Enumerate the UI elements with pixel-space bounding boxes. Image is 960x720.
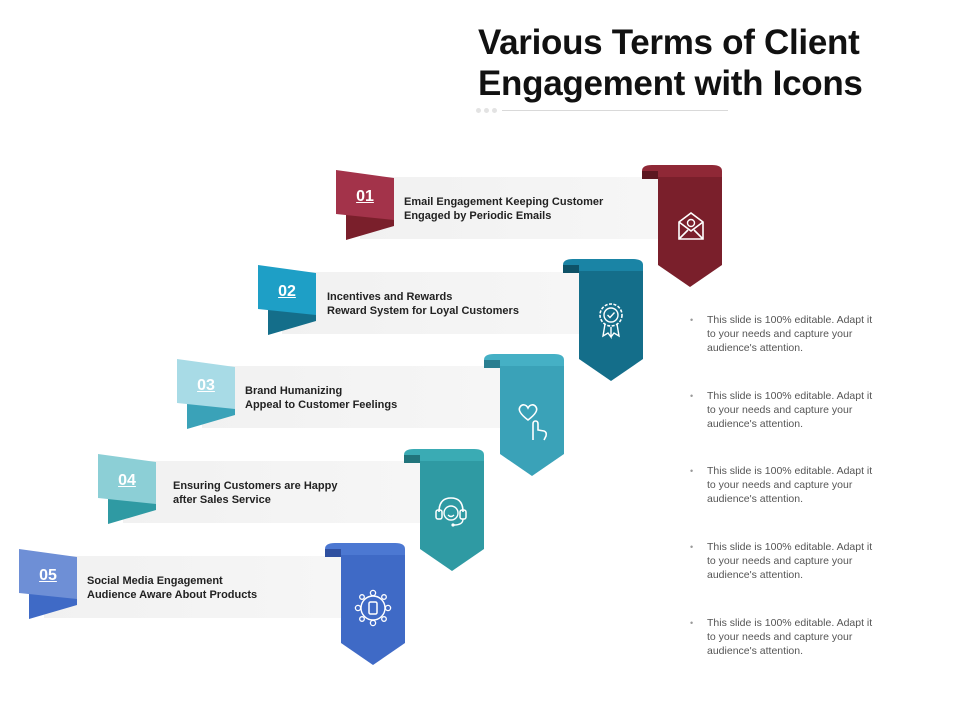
note-line: audience's attention. — [707, 493, 803, 505]
step-label-02: Incentives and Rewards Reward System for… — [327, 290, 519, 318]
step-number-02: 02 — [278, 283, 296, 300]
step-tab-03 — [177, 359, 235, 429]
bullet-dot: • — [690, 618, 694, 628]
note-text: This slide is 100% editable. Adapt it to… — [707, 540, 912, 582]
note-line: This slide is 100% editable. Adapt it — [707, 541, 873, 553]
step-number-01: 01 — [356, 188, 374, 205]
headset-support-icon — [435, 497, 467, 527]
step-tab-02 — [258, 265, 316, 335]
note-line: audience's attention. — [707, 342, 803, 354]
note-line: audience's attention. — [707, 645, 803, 657]
ribbon-01 — [642, 165, 722, 287]
bullet-dot: • — [690, 391, 694, 401]
step-number-03: 03 — [197, 377, 215, 394]
step-tab-01 — [336, 170, 394, 240]
title-line-2: Engagement with Icons — [478, 64, 863, 103]
note-text: This slide is 100% editable. Adapt it to… — [707, 313, 912, 355]
bullet-dot: • — [690, 315, 694, 325]
note-line: to your needs and capture your — [707, 479, 853, 491]
step-label-01-line-1: Email Engagement Keeping Customer — [404, 196, 604, 208]
bullet-dot: • — [690, 466, 694, 476]
ribbon-02 — [563, 259, 643, 381]
step-label-01: Email Engagement Keeping Customer Engage… — [404, 195, 603, 223]
step-label-04-line-2: after Sales Service — [173, 494, 271, 506]
step-label-04-line-1: Ensuring Customers are Happy — [173, 480, 338, 492]
step-label-04: Ensuring Customers are Happy after Sales… — [173, 479, 337, 507]
slide-title: Various Terms of Client Engagement with … — [478, 22, 948, 104]
note-line: This slide is 100% editable. Adapt it — [707, 314, 873, 326]
step-tab-05 — [19, 549, 77, 619]
email-icon — [678, 212, 704, 240]
note-line: This slide is 100% editable. Adapt it — [707, 390, 873, 402]
note-line: to your needs and capture your — [707, 555, 853, 567]
step-label-03-line-1: Brand Humanizing — [245, 385, 343, 397]
step-number-04: 04 — [118, 472, 136, 489]
step-band-01 — [360, 177, 660, 239]
step-tab-04 — [98, 454, 156, 524]
heart-hand-icon — [518, 404, 548, 441]
step-band-04 — [123, 461, 423, 523]
step-label-05-line-1: Social Media Engagement — [87, 575, 223, 587]
note-line: to your needs and capture your — [707, 631, 853, 643]
step-label-02-line-2: Reward System for Loyal Customers — [327, 305, 519, 317]
note-text: This slide is 100% editable. Adapt it to… — [707, 389, 912, 431]
step-label-05: Social Media Engagement Audience Aware A… — [87, 574, 257, 602]
step-label-03-line-2: Appeal to Customer Feelings — [245, 399, 398, 411]
bullet-dot: • — [690, 542, 694, 552]
title-decoration-dot — [484, 108, 489, 113]
note-line: to your needs and capture your — [707, 328, 853, 340]
step-band-02 — [282, 272, 582, 334]
reward-badge-icon — [599, 303, 623, 340]
social-network-icon — [354, 589, 392, 627]
title-line-1: Various Terms of Client — [478, 23, 860, 62]
note-line: audience's attention. — [707, 569, 803, 581]
step-band-05 — [44, 556, 344, 618]
step-number-05: 05 — [39, 567, 57, 584]
step-label-05-line-2: Audience Aware About Products — [87, 589, 258, 601]
step-label-01-line-2: Engaged by Periodic Emails — [404, 210, 552, 222]
step-label-02-line-1: Incentives and Rewards — [327, 291, 453, 303]
note-line: audience's attention. — [707, 418, 803, 430]
note-text: This slide is 100% editable. Adapt it to… — [707, 464, 912, 506]
ribbon-03 — [484, 354, 564, 476]
title-decoration-dot — [476, 108, 481, 113]
ribbon-05 — [325, 543, 405, 665]
step-band-03 — [202, 366, 502, 428]
title-divider — [502, 110, 728, 111]
note-line: This slide is 100% editable. Adapt it — [707, 465, 873, 477]
step-label-03: Brand Humanizing Appeal to Customer Feel… — [245, 384, 397, 412]
note-line: to your needs and capture your — [707, 404, 853, 416]
note-line: This slide is 100% editable. Adapt it — [707, 617, 873, 629]
note-text: This slide is 100% editable. Adapt it to… — [707, 616, 912, 658]
title-decoration-dot — [492, 108, 497, 113]
